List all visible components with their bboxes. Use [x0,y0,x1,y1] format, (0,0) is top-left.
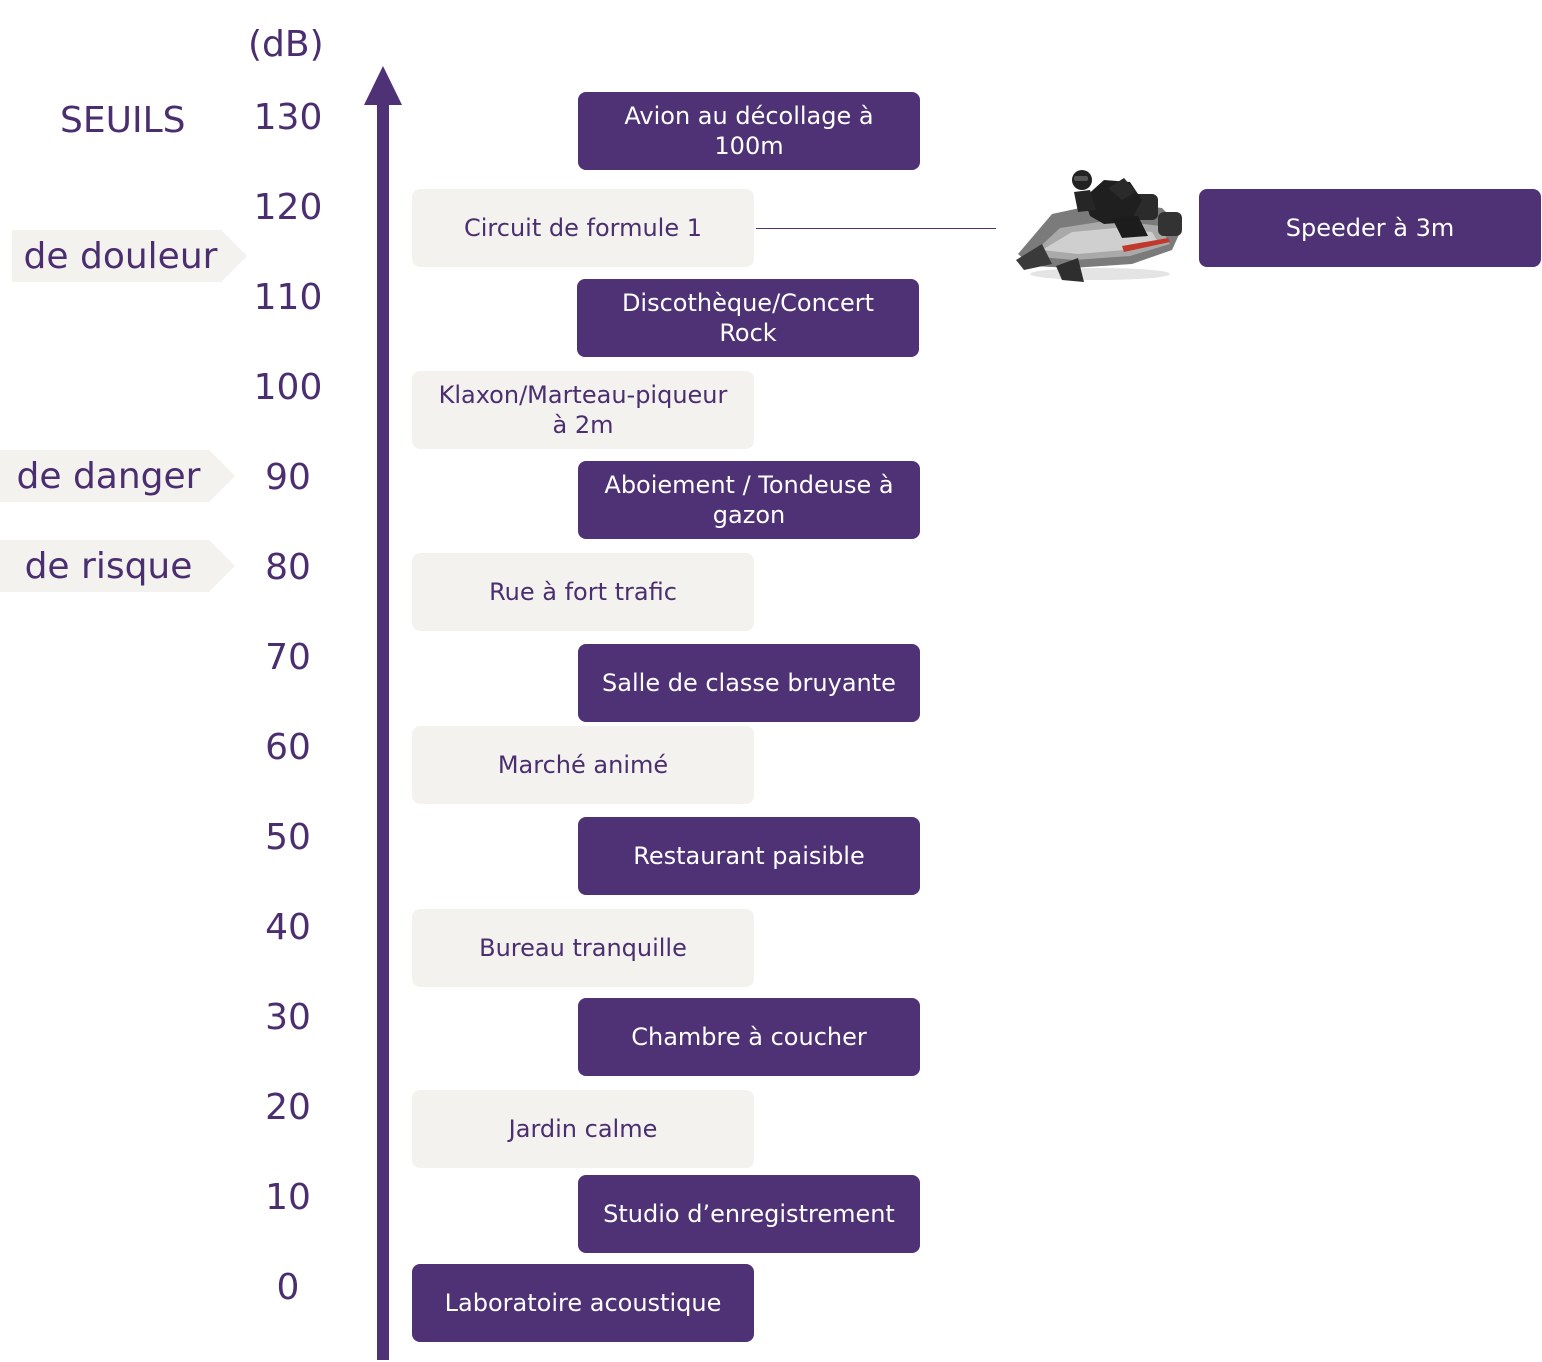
axis-arrowhead [364,66,402,105]
tick-label-120: 120 [253,187,323,228]
threshold-risk-label: de risque [24,545,193,587]
comparison-box-speeder: Speeder à 3m [1199,189,1541,267]
tick-label-90: 90 [265,457,311,498]
vertical-axis-arrow [364,66,402,1360]
threshold-danger-label: de danger [16,455,201,497]
sound-label-horn: Klaxon/Marteau-piqueur à 2m [438,381,728,439]
sound-box-bedroom: Chambre à coucher [578,998,920,1076]
sound-label-disco: Discothèque/Concert Rock [621,289,875,347]
sound-label-office: Bureau tranquille [479,934,687,962]
threshold-danger: de danger [0,450,235,502]
sound-box-garden: Jardin calme [412,1090,754,1168]
sound-box-classroom: Salle de classe bruyante [578,644,920,722]
axis-unit-label: (dB) [248,24,324,65]
tick-label-60: 60 [265,727,311,768]
sound-label-airplane: Avion au décollage à 100m [624,102,874,160]
tick-label-0: 0 [276,1267,300,1308]
sound-box-market: Marché animé [412,726,754,804]
sound-label-studio: Studio d’enregistrement [603,1200,895,1228]
sound-label-lab: Laboratoire acoustique [444,1289,722,1317]
sound-label-market: Marché animé [497,751,669,779]
axis-line [377,102,389,1360]
tick-label-130: 130 [253,97,323,138]
sound-box-formula-1: Circuit de formule 1 [412,189,754,267]
sound-box-disco: Discothèque/Concert Rock [577,279,919,357]
speeder-vehicle-icon [1016,170,1182,282]
sound-label-barking: Aboiement / Tondeuse à gazon [604,471,894,529]
sound-label-restaurant: Restaurant paisible [633,842,865,870]
sound-box-street: Rue à fort trafic [412,553,754,631]
threshold-pain: de douleur [12,230,247,282]
sound-box-lab: Laboratoire acoustique [412,1264,754,1342]
tick-label-100: 100 [253,367,323,408]
sound-label-formula-1: Circuit de formule 1 [463,214,702,242]
threshold-risk: de risque [0,540,235,592]
thresholds-title: SEUILS [60,100,186,141]
comparison-label-speeder: Speeder à 3m [1285,214,1455,242]
comparison-connector-line [756,228,996,229]
sound-box-barking: Aboiement / Tondeuse à gazon [578,461,920,539]
tick-label-40: 40 [265,907,311,948]
sound-box-airplane: Avion au décollage à 100m [578,92,920,170]
tick-label-70: 70 [265,637,311,678]
tick-label-110: 110 [253,277,323,318]
threshold-pain-label: de douleur [23,235,218,277]
tick-label-50: 50 [265,817,311,858]
sound-box-horn: Klaxon/Marteau-piqueur à 2m [412,371,754,449]
sound-label-street: Rue à fort trafic [489,578,677,606]
tick-label-20: 20 [265,1087,311,1128]
sound-box-office: Bureau tranquille [412,909,754,987]
sound-label-classroom: Salle de classe bruyante [602,669,896,697]
sound-box-studio: Studio d’enregistrement [578,1175,920,1253]
sound-label-bedroom: Chambre à coucher [631,1023,867,1051]
tick-label-30: 30 [265,997,311,1038]
sound-label-garden: Jardin calme [508,1115,658,1143]
tick-label-10: 10 [265,1177,311,1218]
sound-box-restaurant: Restaurant paisible [578,817,920,895]
tick-label-80: 80 [265,547,311,588]
